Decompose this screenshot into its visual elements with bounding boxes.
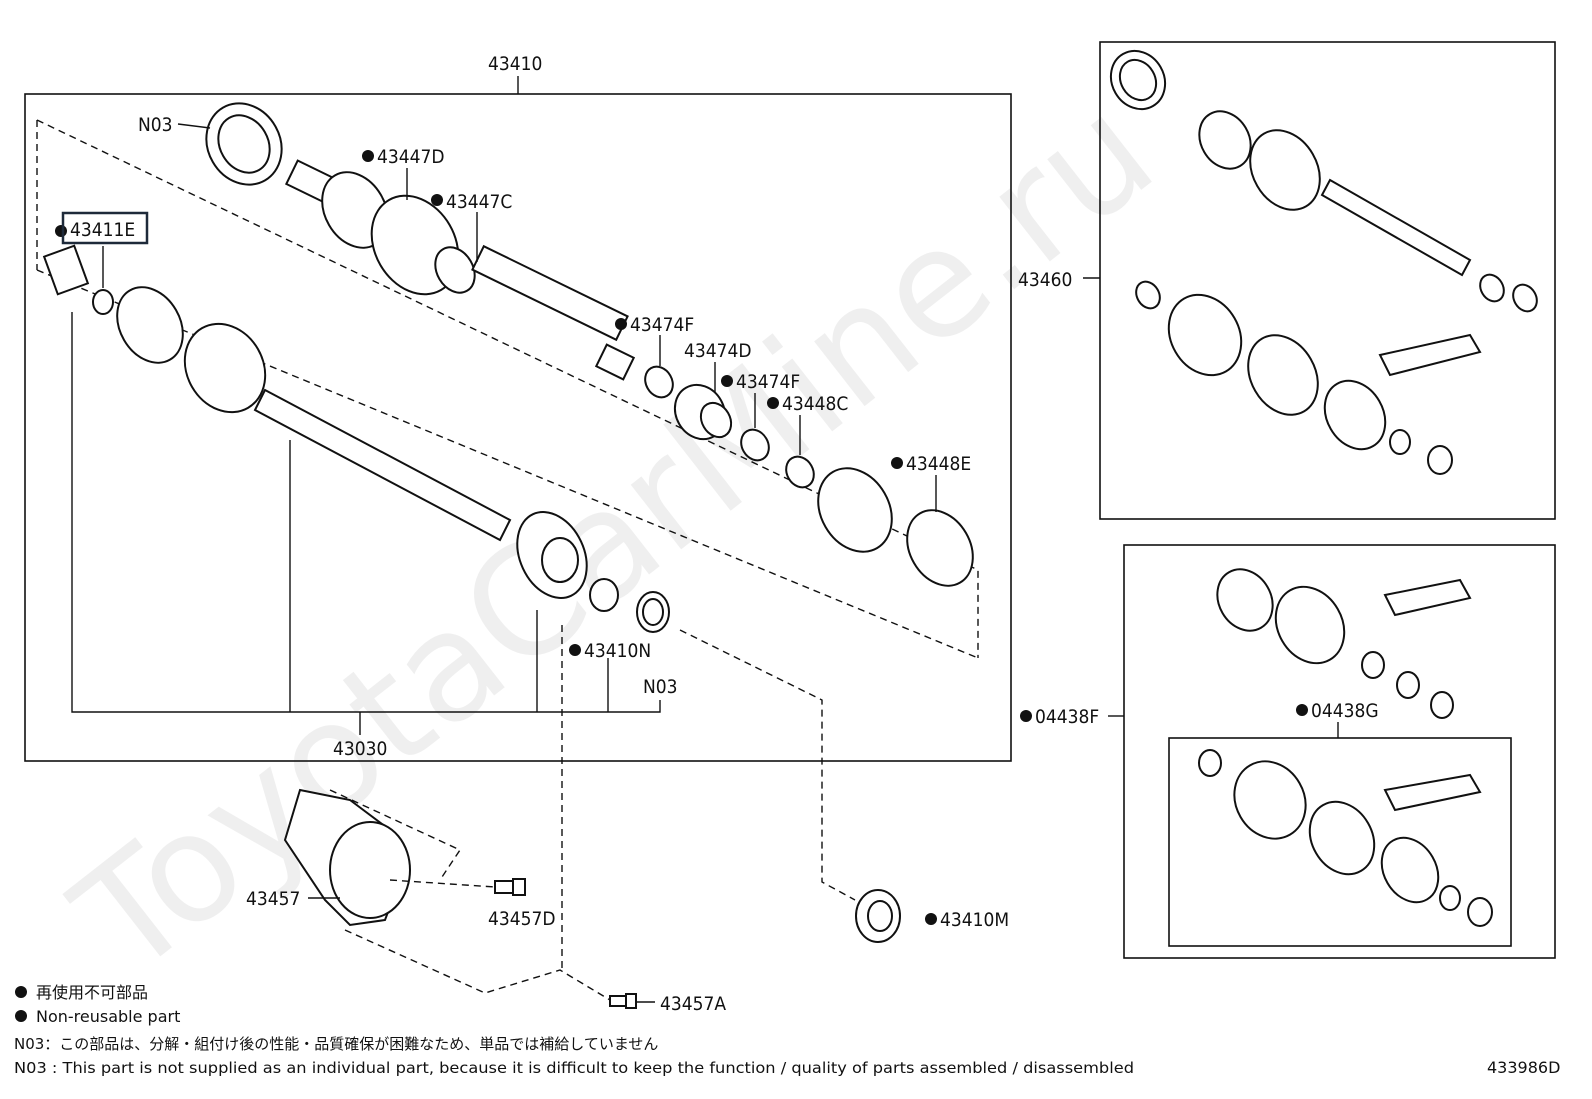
label-n03-top[interactable]: N03 <box>138 114 173 136</box>
assembly-43460-frame <box>1099 41 1556 520</box>
inboard-joint-43411E[interactable] <box>42 244 90 296</box>
legend-jp: 再使用不可部品 <box>36 983 148 1002</box>
label-43410[interactable]: 43410 <box>488 53 542 75</box>
snap-ring-43410N[interactable] <box>589 578 619 612</box>
clamp-43474F-a[interactable] <box>640 362 679 403</box>
label-43474F-b[interactable]: 43474F <box>736 371 800 393</box>
non-reusable-dot <box>55 225 67 237</box>
inboard-boot-ring[interactable] <box>104 275 196 374</box>
snap-ring-left[interactable] <box>92 289 114 315</box>
label-43447D[interactable]: 43447D <box>377 146 445 168</box>
non-reusable-dot <box>362 150 374 162</box>
n03-seal-top[interactable] <box>192 90 296 199</box>
label-04438F[interactable]: 04438F <box>1035 706 1099 728</box>
non-reusable-dot <box>569 644 581 656</box>
tripod-43474D[interactable] <box>665 376 737 448</box>
note-jp: N03：この部品は、分解・組付け後の性能・品質確保が困難なため、単品では補給して… <box>14 1035 658 1053</box>
legend-dot-jp <box>15 986 27 998</box>
non-reusable-dot <box>891 457 903 469</box>
note-en: N03 : This part is not supplied as an in… <box>14 1059 1134 1077</box>
label-04438G[interactable]: 04438G <box>1311 700 1379 722</box>
label-43460[interactable]: 43460 <box>1018 269 1072 291</box>
kit-04438F-parts[interactable] <box>1206 559 1472 719</box>
non-reusable-dot <box>767 397 779 409</box>
assembly-43460-parts[interactable] <box>1100 41 1541 475</box>
boot-43448E[interactable] <box>804 455 986 598</box>
label-43457[interactable]: 43457 <box>246 888 300 910</box>
non-reusable-dot <box>1296 704 1308 716</box>
bolt-43457D[interactable] <box>494 878 526 896</box>
seal-43410M[interactable] <box>855 889 901 943</box>
legend-dot-en <box>15 1010 27 1022</box>
watermark: ToyotaCarMine.ru <box>44 64 1185 1008</box>
highlight-box-43411E <box>61 211 149 245</box>
clamp-43474F-b[interactable] <box>736 425 775 466</box>
label-43447C[interactable]: 43447C <box>446 191 512 213</box>
label-43410M[interactable]: 43410M <box>940 909 1009 931</box>
label-43474D[interactable]: 43474D <box>684 340 752 362</box>
label-43448E[interactable]: 43448E <box>906 453 971 475</box>
label-n03-bottom[interactable]: N03 <box>643 676 678 698</box>
non-reusable-dot <box>1020 710 1032 722</box>
non-reusable-dot <box>615 318 627 330</box>
bolt-43457A[interactable] <box>609 993 637 1009</box>
label-43410N[interactable]: 43410N <box>584 640 651 662</box>
kit-04438G-frame <box>1168 737 1512 947</box>
non-reusable-dot <box>721 375 733 387</box>
non-reusable-dot <box>925 913 937 925</box>
label-43030[interactable]: 43030 <box>333 738 387 760</box>
legend-en: Non-reusable part <box>36 1007 180 1026</box>
kit-04438G-parts[interactable] <box>1198 748 1493 927</box>
bearing-bracket[interactable] <box>504 501 600 610</box>
bracket-43457[interactable] <box>283 788 411 927</box>
diagram-id: 433986D <box>1487 1058 1560 1077</box>
label-43474F-a[interactable]: 43474F <box>630 314 694 336</box>
n03-seal-bottom[interactable] <box>636 591 670 633</box>
non-reusable-dot <box>431 194 443 206</box>
label-43411E[interactable]: 43411E <box>70 219 135 241</box>
label-43457A[interactable]: 43457A <box>660 993 726 1015</box>
kit-04438F-frame <box>1123 544 1556 959</box>
label-43448C[interactable]: 43448C <box>782 393 848 415</box>
drive-shaft-43030[interactable] <box>169 309 512 542</box>
clamp-43448C[interactable] <box>781 452 820 493</box>
label-43457D[interactable]: 43457D <box>488 908 556 930</box>
outboard-cv-joint[interactable] <box>284 159 636 381</box>
